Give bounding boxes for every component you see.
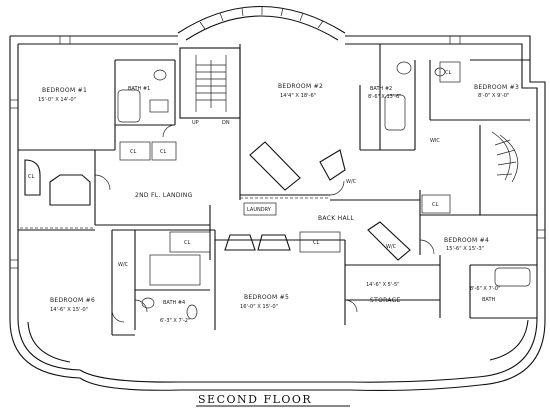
floor-caption: SECOND FLOOR (198, 393, 312, 406)
main-stair (195, 55, 227, 112)
closet-label: CL (445, 70, 451, 76)
laundry-label: LAUNDRY (247, 207, 272, 213)
wall-window-marks (10, 36, 545, 269)
bath4-dims: 6'-3" X 7'-2" (160, 318, 190, 324)
bottom-bay-inner (79, 369, 479, 383)
bedroom3-dims: 8'-0" X 9'-0" (478, 93, 509, 99)
bedroom1-label: BEDROOM #1 (42, 87, 87, 94)
bath2-dims: 8'-6" X 13'-6" (368, 94, 401, 100)
bedroom5-label: BEDROOM #5 (244, 294, 289, 301)
bedroom4-dims: 15'-6" X 15'-3" (446, 246, 484, 252)
closet-label: CL (313, 240, 319, 246)
bedroom1-dims: 15'-0" X 14'-0" (38, 97, 76, 103)
hall-dashed (20, 197, 330, 229)
bath3-dims: 8'-6" X 7'-0" (470, 286, 500, 292)
walk-in-closet-label: WIC (430, 138, 440, 144)
closets (119, 61, 461, 286)
exterior-wall (9, 35, 546, 386)
door-swings (94, 124, 435, 323)
storage-dims: 14'-6" X 5'-5" (366, 282, 399, 288)
bedroom5-dims: 16'-0" X 15'-0" (240, 304, 278, 310)
top-bay-arch (177, 5, 346, 34)
walk-in-closet-label: W/C (346, 179, 357, 185)
bedroom2-label: BEDROOM #2 (278, 83, 323, 90)
top-bay-window-ticks (199, 7, 324, 30)
walk-in-closet-label: W/C (386, 244, 397, 250)
bath3-label: BATH (482, 297, 496, 303)
closet-label: CL (28, 174, 34, 180)
bath2-label: BATH #2 (370, 86, 392, 92)
bedroom2-dims: 14'4" X 18'-6" (280, 93, 316, 99)
bedroom3-label: BEDROOM #3 (474, 84, 519, 91)
back-hall-label: BACK HALL (318, 215, 355, 222)
bath1-label: BATH #1 (128, 86, 150, 92)
walk-in-closet-label: W/C (118, 262, 129, 268)
storage-label: STORAGE (370, 297, 401, 304)
bottom-bay (79, 377, 481, 391)
angled-closets (249, 141, 411, 261)
bottom-right-curve (489, 319, 529, 361)
top-bay-arch-inner (185, 15, 339, 41)
back-stair (491, 131, 519, 183)
chimney (24, 159, 291, 251)
bedroom4-label: BEDROOM #4 (444, 237, 489, 244)
landing-label: 2ND FL. LANDING (135, 192, 193, 199)
bedroom6-dims: 14'-6" X 15'-0" (50, 307, 88, 313)
closet-label: CL (184, 240, 190, 246)
exterior-wall-inner (17, 43, 538, 378)
closet-label: CL (160, 149, 166, 155)
stair-up-label: UP (192, 120, 199, 126)
interior-walls (18, 44, 537, 336)
bedroom6-label: BEDROOM #6 (50, 297, 95, 304)
laundry-box (243, 202, 277, 216)
bottom-left-curve (27, 321, 71, 363)
bath4-label: BATH #4 (163, 300, 185, 306)
fixtures (117, 61, 531, 320)
closet-label: CL (432, 202, 438, 208)
closet-label: CL (130, 149, 136, 155)
stair-down-label: DN (222, 120, 230, 126)
